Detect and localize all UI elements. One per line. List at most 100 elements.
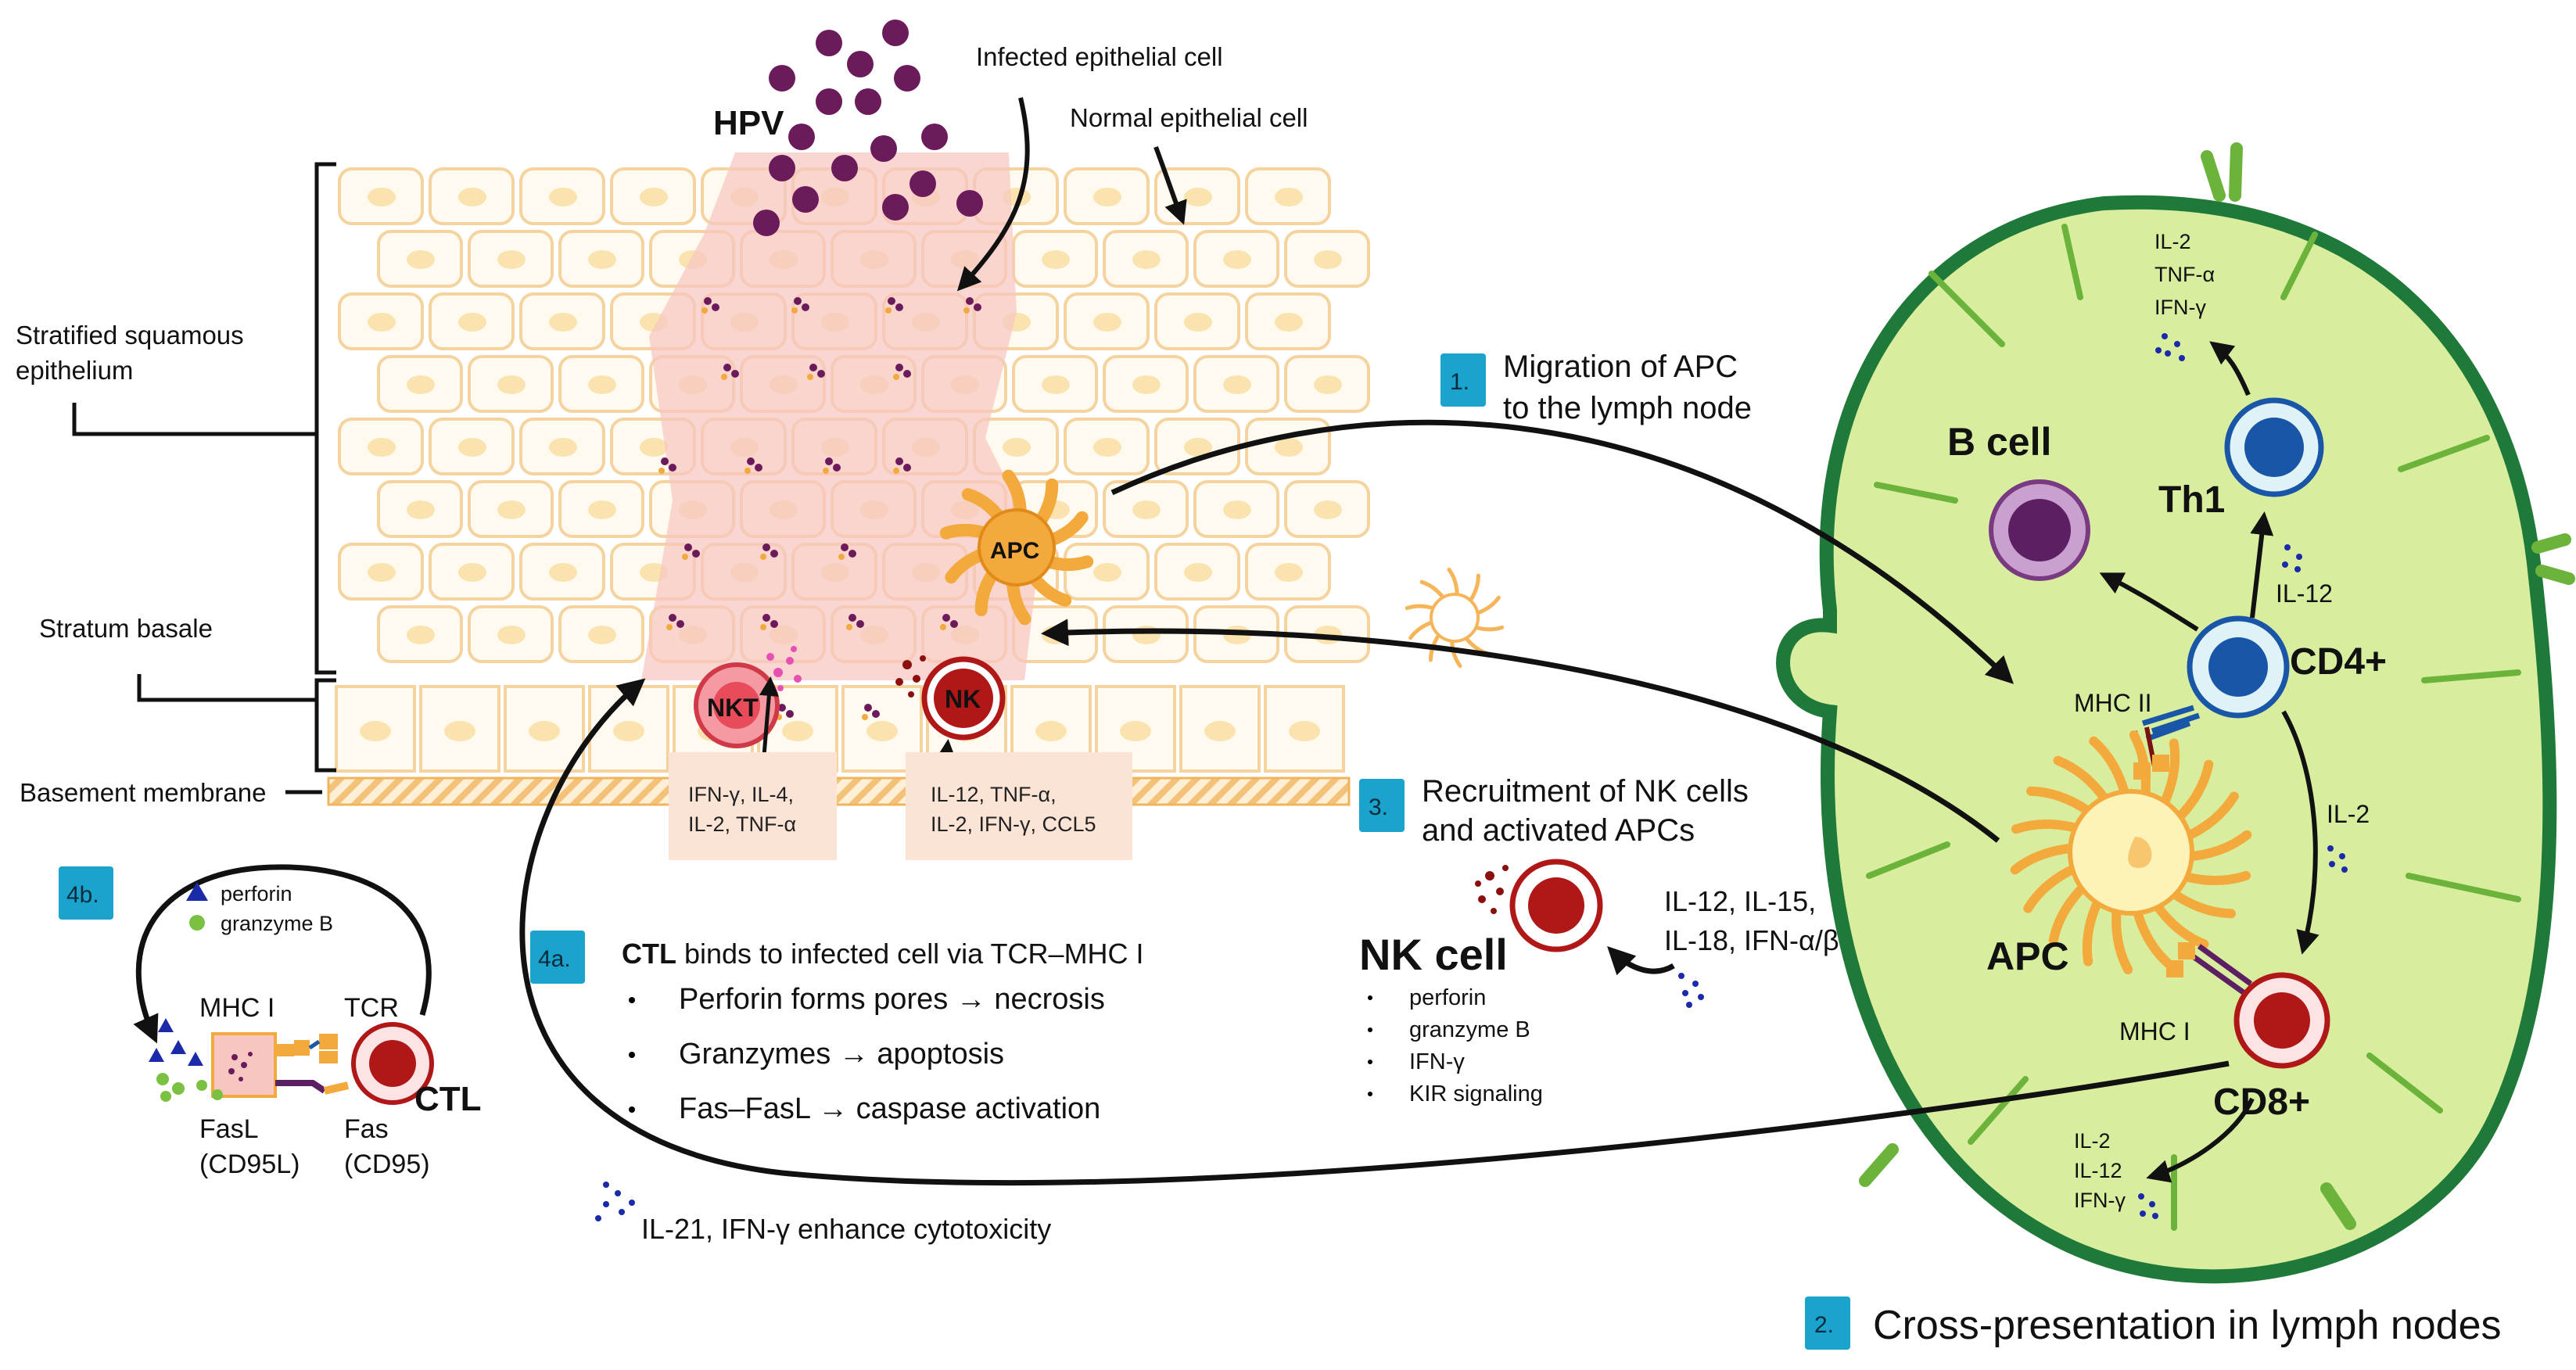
step-1: 1. Migration of APC to the lymph node xyxy=(1440,350,1752,425)
bullet-dot xyxy=(629,1052,635,1058)
step-2-text: Cross-presentation in lymph nodes xyxy=(1873,1303,2502,1348)
epithelial-cell xyxy=(1064,543,1150,601)
afferent-vessel-bottom-left xyxy=(1859,1143,1899,1187)
trabecula xyxy=(1968,1076,2029,1145)
ctl-box-footer: IL-21, IFN-γ enhance cytotoxicity xyxy=(641,1213,1051,1245)
step-4b-number: 4b. xyxy=(66,882,99,908)
epithelial-cell xyxy=(468,480,554,538)
nk-cell-granules xyxy=(1475,865,1509,914)
tcr-mhc1-bridge xyxy=(275,1034,338,1063)
lymph-node-body xyxy=(1776,195,2557,1284)
legend-granzyme-icon xyxy=(189,915,205,931)
epithelial-cell xyxy=(429,543,515,601)
hpv-virion xyxy=(792,186,819,213)
mhc1-label-ln: MHC I xyxy=(2119,1017,2190,1045)
epithelial-cell xyxy=(377,355,463,413)
fas-fasl-bridge xyxy=(275,1080,350,1095)
epithelial-cell xyxy=(1154,418,1240,475)
bullet-dot xyxy=(1368,1060,1372,1064)
infected-cell-pointer xyxy=(956,97,1030,292)
afferent-vessel-bottom-right xyxy=(2320,1182,2356,1230)
epithelial-cell xyxy=(338,418,424,475)
epithelial-cell xyxy=(377,605,463,663)
cd4-to-cd8-arrow xyxy=(2281,710,2319,955)
step-4b: 4b. perforin granzyme B MHC I TCR xyxy=(59,864,482,1179)
stratified-label-line2: epithelium xyxy=(16,356,133,385)
hpv-virion xyxy=(753,210,780,236)
epithelial-cell xyxy=(558,605,644,663)
ctl-box-title-rest: binds to infected cell via TCR–MHC I xyxy=(676,938,1144,970)
epithelial-cell xyxy=(338,167,424,225)
th1-label: Th1 xyxy=(2158,479,2225,521)
stratified-bracket xyxy=(72,162,336,675)
epithelial-cell xyxy=(610,167,696,225)
nkt-cytokines-line2: IL-2, TNF-α xyxy=(688,812,796,836)
epithelial-cell xyxy=(1245,543,1331,601)
mhc2-label: MHC II xyxy=(2074,689,2152,717)
tissue-nk-label: NK xyxy=(945,685,981,713)
ctl-cycle-arrow xyxy=(133,864,432,1044)
nk-bullet-item: perforin xyxy=(1409,985,1486,1010)
hpv-label: HPV xyxy=(713,104,784,142)
nk-cell-panel: IL-12, IL-15, IL-18, IFN-α/β NK cell per… xyxy=(1359,859,1839,1106)
hpv-virion xyxy=(855,88,881,115)
legend-perforin: perforin xyxy=(221,882,292,906)
tissue-apc: APC xyxy=(939,469,1094,626)
th1-cytokine-dots xyxy=(2155,333,2185,361)
ctl-label: CTL xyxy=(414,1080,482,1118)
epithelial-cell xyxy=(558,355,644,413)
lymph-node xyxy=(1776,142,2575,1284)
il2-label-ln: IL-2 xyxy=(2327,800,2370,828)
nk-bullet-item: granzyme B xyxy=(1409,1017,1530,1042)
trabecula xyxy=(2280,231,2318,300)
b-cell xyxy=(1989,479,2090,581)
ctl-box-title-bold: CTL xyxy=(622,938,676,970)
cd8-cytokine-1: IL-2 xyxy=(2074,1129,2111,1153)
epithelial-cell xyxy=(1103,355,1189,413)
hpv-virion xyxy=(816,88,842,115)
step-1-number: 1. xyxy=(1450,369,1469,395)
fas-label-line2: (CD95) xyxy=(344,1149,430,1179)
bullet-dot xyxy=(1368,995,1372,1000)
nk-stim-dots xyxy=(1678,973,1704,1008)
epithelial-cell xyxy=(1012,230,1098,288)
epithelial-cell xyxy=(1064,292,1150,350)
epithelial-cell xyxy=(1245,418,1331,475)
afferent-vessel-right xyxy=(2531,533,2575,585)
ctl-tcr-label: TCR xyxy=(344,993,399,1023)
ctl-footer-dots xyxy=(595,1182,635,1221)
released-granzyme xyxy=(156,1073,223,1102)
infected-region xyxy=(641,152,1040,680)
cd4-to-th1-arrow xyxy=(2250,511,2274,619)
nkt-granules xyxy=(766,646,802,691)
basal-cell xyxy=(335,685,416,773)
nk-bullet-item: IFN-γ xyxy=(1409,1049,1465,1074)
hpv-particles xyxy=(753,20,983,236)
stratum-basale-label: Stratum basale xyxy=(39,614,213,643)
cd4-cell xyxy=(2187,615,2290,719)
step-3: 3. Recruitment of NK cells and activated… xyxy=(1359,774,1749,848)
nk-granules xyxy=(895,655,926,698)
cd8-cell xyxy=(2233,972,2330,1069)
th1-cytokine-1: IL-2 xyxy=(2154,230,2191,253)
bullet-dot xyxy=(1368,1028,1372,1032)
il12-label-ln: IL-12 xyxy=(2276,579,2333,608)
legend-granzyme: granzyme B xyxy=(221,912,333,935)
stratum-basale-row xyxy=(335,685,1345,773)
nkt-cytokine-box: IFN-γ, IL-4, IL-2, TNF-α xyxy=(669,752,837,860)
afferent-vessel-top xyxy=(2201,142,2243,202)
hpv-virion xyxy=(816,30,842,56)
epithelial-cell xyxy=(1103,480,1189,538)
fasl-label-line1: FasL xyxy=(199,1114,259,1144)
nkt-label: NKT xyxy=(707,694,759,722)
epithelial-cell xyxy=(338,543,424,601)
epithelial-cell xyxy=(1103,605,1189,663)
epithelial-cell xyxy=(558,230,644,288)
epithelial-cell xyxy=(429,292,515,350)
epithelial-cell xyxy=(1193,480,1279,538)
th1-cytokine-2: TNF-α xyxy=(2154,263,2215,286)
basal-cell xyxy=(588,685,669,773)
epithelial-cell xyxy=(519,418,605,475)
ctl-mechanism-bullets: Perforin forms pores → necrosisGranzymes… xyxy=(629,983,1105,1125)
